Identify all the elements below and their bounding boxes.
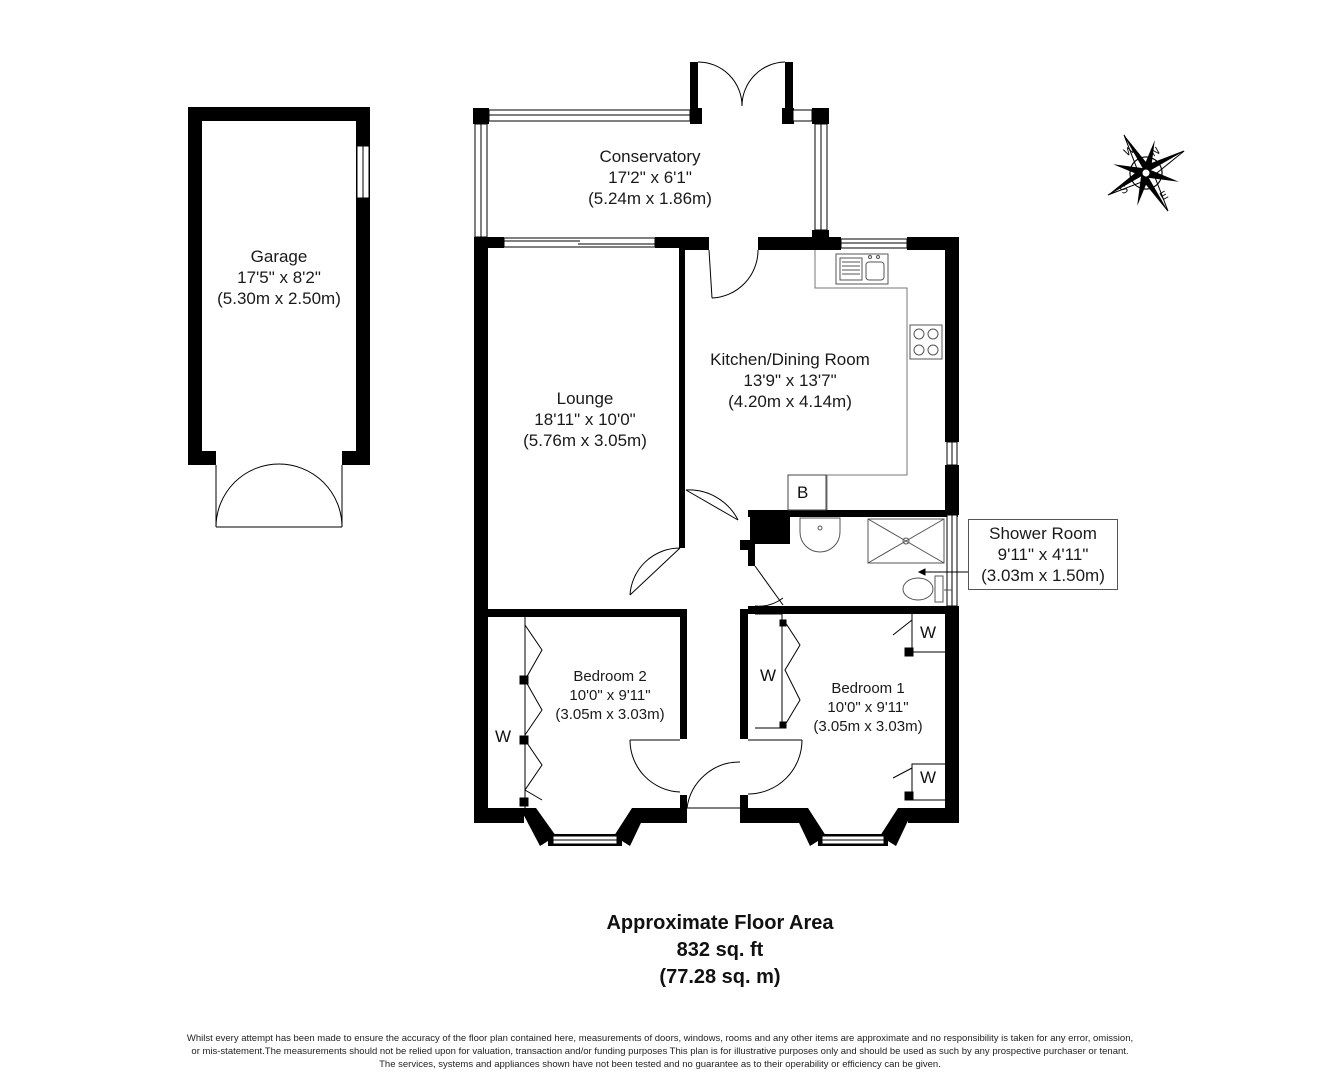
bedroom1-label: Bedroom 1 10'0" x 9'11" (3.05m x 3.03m) (800, 679, 936, 736)
kitchen-metric: (4.20m x 4.14m) (728, 392, 852, 411)
garage-label: Garage 17'5" x 8'2" (5.30m x 2.50m) (200, 246, 358, 309)
kitchen-label: Kitchen/Dining Room 13'9" x 13'7" (4.20m… (690, 349, 890, 412)
wardrobe-mark-bedroom1-left: W (760, 666, 777, 685)
disclaimer: Whilst every attempt has been made to en… (120, 1032, 1200, 1071)
shower-label-leader (917, 568, 968, 576)
conservatory-french-doors (697, 61, 786, 107)
garage-doors (215, 463, 343, 528)
bedroom2-label: Bedroom 2 10'0" x 9'11" (3.05m x 3.03m) (540, 667, 680, 724)
wardrobe-mark-bedroom1-bottom: W (920, 768, 937, 787)
disclaimer-line-3: The services, systems and appliances sho… (379, 1059, 941, 1070)
lounge-metric: (5.76m x 3.05m) (523, 431, 647, 450)
garage-window (356, 145, 370, 199)
disclaimer-line-1: Whilst every attempt has been made to en… (186, 1033, 1134, 1044)
shower-room-label: Shower Room 9'11" x 4'11" (3.03m x 1.50m… (968, 519, 1118, 590)
conservatory-windows (474, 109, 828, 238)
conservatory-name: Conservatory (599, 147, 701, 166)
shower-room-name: Shower Room (989, 524, 1097, 543)
floor-area-imperial: 832 sq. ft (676, 939, 764, 961)
kitchen-units (787, 250, 908, 511)
wardrobe-mark-bedroom2: W (495, 727, 512, 746)
sliding-door (503, 237, 656, 248)
lounge-name: Lounge (556, 389, 614, 408)
conservatory-metric: (5.24m x 1.86m) (588, 189, 712, 208)
garage-name: Garage (250, 247, 308, 266)
house-windows (552, 238, 958, 845)
wardrobes (519, 613, 945, 808)
interior-doors (629, 249, 803, 809)
conservatory-imperial: 17'2" x 6'1" (608, 168, 692, 187)
bedroom2-name: Bedroom 2 (573, 668, 647, 685)
kitchen-sink (835, 253, 889, 285)
kitchen-hob (909, 324, 943, 360)
garage-imperial: 17'5" x 8'2" (237, 268, 321, 287)
bedroom1-imperial: 10'0" x 9'11" (827, 699, 909, 716)
boiler-mark: B (797, 483, 809, 502)
floor-area-title: Approximate Floor Area (606, 912, 834, 934)
kitchen-imperial: 13'9" x 13'7" (743, 371, 837, 390)
floor-area-metric: (77.28 sq. m) (659, 966, 781, 988)
bedroom1-name: Bedroom 1 (831, 680, 905, 697)
lounge-label: Lounge 18'11" x 10'0" (5.76m x 3.05m) (500, 388, 670, 451)
shower-room-imperial: 9'11" x 4'11" (997, 545, 1089, 564)
bedroom1-metric: (3.05m x 3.03m) (813, 718, 923, 735)
house-walls (474, 237, 959, 846)
kitchen-name: Kitchen/Dining Room (710, 350, 870, 369)
shower-fixtures (799, 517, 952, 603)
bedroom2-metric: (3.05m x 3.03m) (555, 706, 665, 723)
compass-rose-icon: N E S W (1107, 134, 1185, 212)
lounge-imperial: 18'11" x 10'0" (534, 410, 636, 429)
shower-room-metric: (3.03m x 1.50m) (981, 566, 1105, 585)
disclaimer-line-2: or mis-statement.The measurements should… (191, 1046, 1129, 1057)
garage-metric: (5.30m x 2.50m) (217, 289, 341, 308)
floor-area-summary: Approximate Floor Area 832 sq. ft (77.28… (500, 910, 940, 991)
bedroom2-imperial: 10'0" x 9'11" (569, 687, 651, 704)
conservatory-label: Conservatory 17'2" x 6'1" (5.24m x 1.86m… (560, 146, 740, 209)
wardrobe-mark-bedroom1-top: W (920, 623, 937, 642)
